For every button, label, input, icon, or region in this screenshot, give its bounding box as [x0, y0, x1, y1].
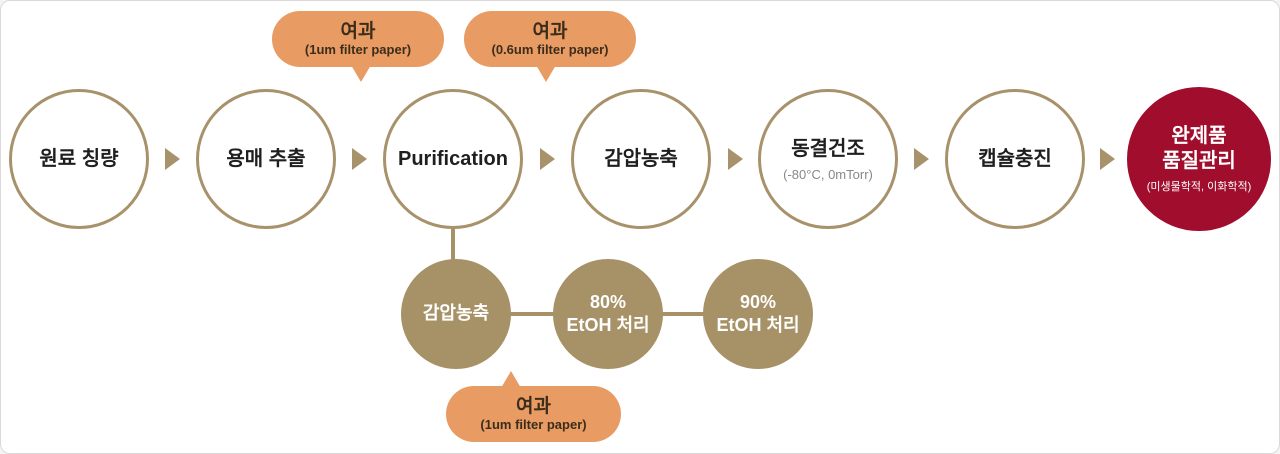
badge-tail-down-icon	[536, 65, 556, 82]
filter-note-2-title: 여과	[532, 20, 568, 42]
step-purification: Purification	[383, 89, 523, 229]
substep-80-etoh-treatment: 80% EtOH 처리	[553, 259, 663, 369]
substep-vacuum-concentration: 감압농축	[401, 259, 511, 369]
filter-note-2-sub: (0.6um filter paper)	[491, 42, 609, 58]
badge-tail-up-icon	[501, 371, 521, 388]
badge-tail-down-icon	[351, 65, 371, 82]
filter-note-1: 여과 (1um filter paper)	[272, 11, 444, 82]
step-freeze-drying: 동결건조 (-80°C, 0mTorr)	[758, 89, 898, 229]
filter-note-3-sub: (1um filter paper)	[480, 417, 587, 433]
step-label: Purification	[397, 147, 508, 170]
step-finished-product-qc: 완제품 품질관리 (미생물학적, 이화학적)	[1127, 87, 1271, 231]
arrow-right-icon	[914, 148, 929, 170]
substep-label: 감압농축	[422, 303, 490, 324]
step-label: 완제품 품질관리	[1162, 125, 1236, 172]
step-sublabel: (미생물학적, 이화학적)	[1146, 181, 1252, 193]
substep-label: 80% EtOH 처리	[566, 291, 650, 335]
filter-note-3-title: 여과	[516, 395, 551, 417]
filter-note-3: 여과 (1um filter paper)	[446, 371, 621, 442]
connector-subflow-2-3	[658, 312, 710, 316]
substep-label: 90% EtOH 처리	[716, 291, 800, 335]
arrow-right-icon	[540, 148, 555, 170]
substep-90-etoh-treatment: 90% EtOH 처리	[703, 259, 813, 369]
step-label: 감압농축	[604, 147, 678, 170]
step-sublabel: (-80°C, 0mTorr)	[783, 166, 873, 182]
connector-purification-to-subflow	[451, 225, 455, 263]
step-raw-material-weighing: 원료 칭량	[9, 89, 149, 229]
step-vacuum-concentration: 감압농축	[571, 89, 711, 229]
filter-note-1-sub: (1um filter paper)	[304, 42, 412, 58]
step-label: 원료 칭량	[39, 147, 119, 170]
arrow-right-icon	[728, 148, 743, 170]
arrow-right-icon	[1100, 148, 1115, 170]
step-label: 용매 추출	[226, 147, 306, 170]
arrow-right-icon	[165, 148, 180, 170]
connector-subflow-1-2	[506, 312, 558, 316]
filter-note-1-title: 여과	[340, 20, 376, 42]
step-solvent-extraction: 용매 추출	[196, 89, 336, 229]
step-capsule-filling: 캡슐충진	[945, 89, 1085, 229]
filter-note-2: 여과 (0.6um filter paper)	[464, 11, 636, 82]
arrow-right-icon	[352, 148, 367, 170]
step-label: 캡슐충진	[978, 147, 1052, 170]
step-label: 동결건조	[791, 137, 865, 160]
